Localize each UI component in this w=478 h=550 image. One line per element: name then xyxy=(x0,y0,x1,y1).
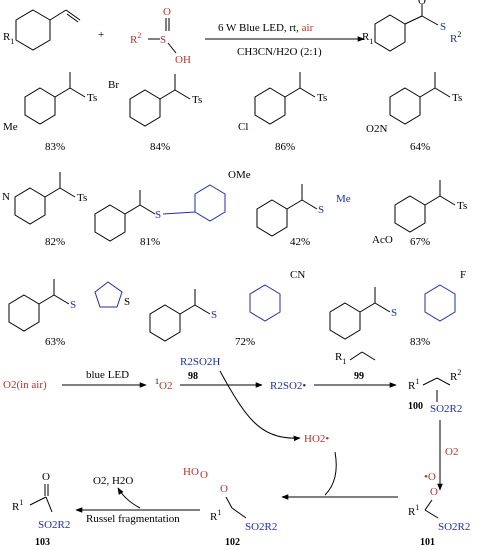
reactant-r1: R xyxy=(3,31,11,43)
svg-text:Ts: Ts xyxy=(77,192,87,204)
svg-text:•O: •O xyxy=(424,471,436,483)
example-10: S CN 72% xyxy=(149,269,305,348)
svg-text:64%: 64% xyxy=(410,141,430,153)
svg-text:R1: R1 xyxy=(210,508,221,523)
svg-text:O: O xyxy=(430,486,438,498)
svg-text:S: S xyxy=(440,21,446,33)
svg-text:SO2R2: SO2R2 xyxy=(38,519,70,531)
svg-text:S: S xyxy=(70,299,76,311)
svg-text:Me: Me xyxy=(3,121,18,133)
example-3: Ts Cl 86% xyxy=(238,72,327,153)
svg-text:R2: R2 xyxy=(130,31,141,46)
svg-text:R1: R1 xyxy=(408,377,419,392)
svg-text:OMe: OMe xyxy=(228,169,251,181)
svg-text:Ts: Ts xyxy=(87,92,97,104)
svg-text:Me: Me xyxy=(336,193,351,205)
svg-text:83%: 83% xyxy=(45,141,65,153)
example-2: Ts Br 84% xyxy=(108,74,202,153)
example-6: S OMe 81% xyxy=(94,169,251,248)
svg-text:86%: 86% xyxy=(275,141,295,153)
example-9: S S 63% xyxy=(8,279,130,348)
svg-text:R1: R1 xyxy=(12,498,23,513)
example-4: Ts O2N 64% xyxy=(366,72,462,153)
svg-text:Ts: Ts xyxy=(452,92,462,104)
example-11: S F 83% xyxy=(329,269,466,348)
svg-text:SO2R2: SO2R2 xyxy=(245,521,277,533)
svg-text:AcO: AcO xyxy=(372,234,393,246)
example-7: S Me 42% xyxy=(256,184,351,248)
compound-98: 98 xyxy=(188,371,198,382)
svg-text:CH3CN/H2O (2:1): CH3CN/H2O (2:1) xyxy=(237,46,322,58)
ho2-radical: HO2• xyxy=(304,433,329,445)
r2so2-radical: R2SO2• xyxy=(270,380,306,392)
compound-101: 101 xyxy=(420,537,435,548)
svg-text:S: S xyxy=(211,309,217,321)
o2-h2o: O2, H2O xyxy=(93,475,133,487)
svg-text:67%: 67% xyxy=(410,236,430,248)
svg-text:O: O xyxy=(200,469,208,481)
svg-text:Ts: Ts xyxy=(317,92,327,104)
svg-text:HO: HO xyxy=(183,466,199,478)
svg-text:S: S xyxy=(160,34,166,46)
svg-text:OH: OH xyxy=(175,54,191,66)
c100-so2r2: SO2R2 xyxy=(430,403,462,415)
svg-text:63%: 63% xyxy=(45,336,65,348)
svg-text:R2: R2 xyxy=(450,30,461,45)
svg-text:S: S xyxy=(391,307,397,319)
svg-text:O: O xyxy=(42,471,50,483)
svg-text:R1: R1 xyxy=(3,31,14,46)
svg-text:O: O xyxy=(418,0,426,7)
svg-text:Ts: Ts xyxy=(192,94,202,106)
plus-sign: + xyxy=(98,29,104,41)
svg-text:6 W Blue LED, rt, air: 6 W Blue LED, rt, air xyxy=(218,22,314,34)
svg-text:83%: 83% xyxy=(410,336,430,348)
svg-text:Br: Br xyxy=(108,79,119,91)
svg-text:N: N xyxy=(2,191,10,203)
svg-text:R1: R1 xyxy=(362,31,373,46)
svg-text:S: S xyxy=(318,204,324,216)
reactant-sulfinic-acid: R2 S O OH xyxy=(130,6,191,66)
svg-text:F: F xyxy=(460,269,466,281)
o2-step: O2 xyxy=(445,446,458,458)
svg-text:82%: 82% xyxy=(45,236,65,248)
svg-text:Ts: Ts xyxy=(457,200,467,212)
compound-100: 100 xyxy=(408,401,423,412)
svg-text:O: O xyxy=(163,6,171,18)
svg-text:72%: 72% xyxy=(235,336,255,348)
reaction-conditions: 6 W Blue LED, rt, air CH3CN/H2O (2:1) xyxy=(205,22,365,58)
mechanism: O2(in air) blue LED 1O2 R2SO2H 98 R2SO2•… xyxy=(3,351,470,548)
svg-text:R2: R2 xyxy=(450,368,461,383)
russel-label: Russel fragmentation xyxy=(86,513,180,525)
r2so2h: R2SO2H xyxy=(180,356,220,368)
compound-102: 102 xyxy=(225,537,240,548)
example-5: N Ts 82% xyxy=(2,172,87,248)
svg-text:CN: CN xyxy=(290,269,305,281)
reactant-styrene: R1 xyxy=(3,9,81,51)
svg-text:84%: 84% xyxy=(150,141,170,153)
svg-text:O: O xyxy=(220,483,228,495)
svg-text:Cl: Cl xyxy=(238,121,248,133)
compound-103: 103 xyxy=(35,537,50,548)
svg-text:SO2R2: SO2R2 xyxy=(438,521,470,533)
product-general: O S R2 R1 xyxy=(362,0,461,52)
svg-text:S: S xyxy=(124,296,130,308)
svg-text:S: S xyxy=(155,209,161,221)
svg-text:42%: 42% xyxy=(290,236,310,248)
example-1: Ts Me 83% xyxy=(3,72,97,153)
o2-in-air: O2(in air) xyxy=(3,379,47,391)
svg-text:R1: R1 xyxy=(335,351,346,366)
svg-text:1O2: 1O2 xyxy=(155,377,172,392)
blue-led-label: blue LED xyxy=(86,369,129,381)
svg-text:O2N: O2N xyxy=(366,123,387,135)
svg-text:R1: R1 xyxy=(408,503,419,518)
svg-text:81%: 81% xyxy=(140,236,160,248)
example-8: Ts AcO 67% xyxy=(372,180,467,248)
compound-99: 99 xyxy=(354,371,364,382)
